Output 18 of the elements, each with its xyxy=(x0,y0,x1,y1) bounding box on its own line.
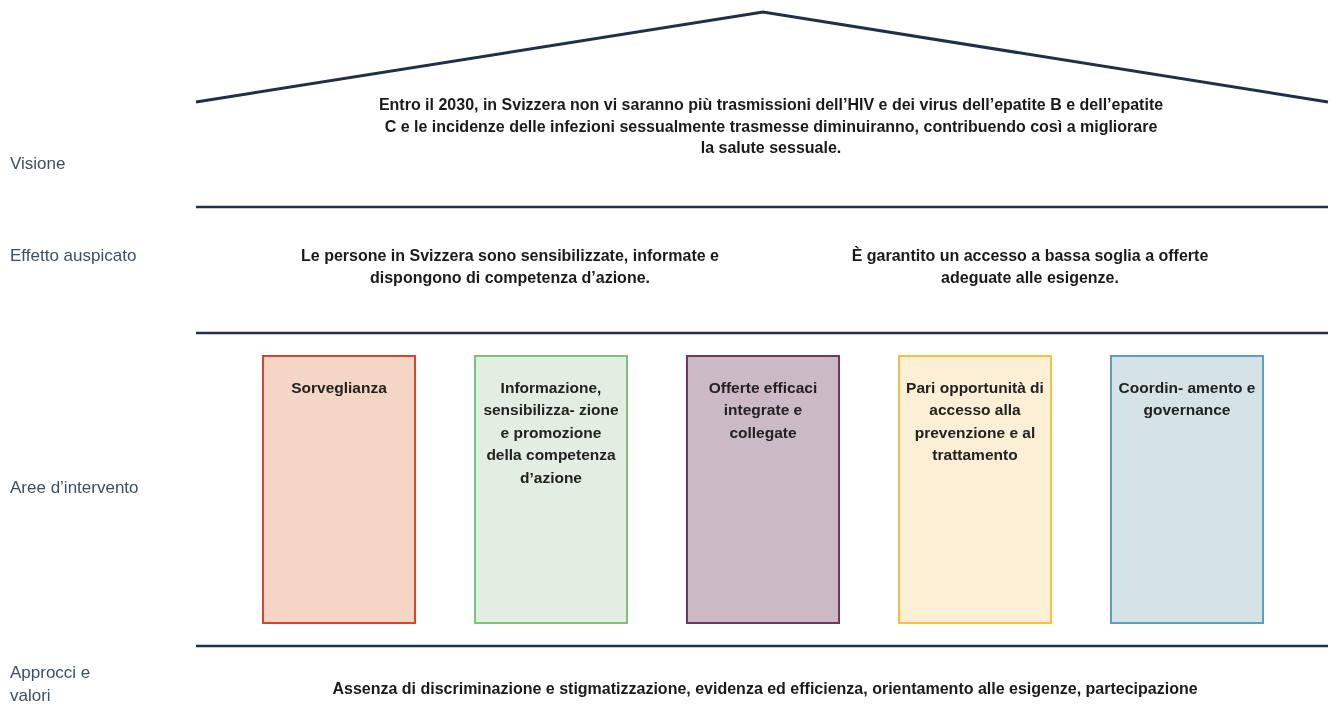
row-label: Visione xyxy=(10,153,67,175)
row-label: Effetto auspicato xyxy=(10,245,138,267)
area-title: Informazione, sensibilizza- zione e promozione della competenza d’azione xyxy=(482,378,620,488)
intervention-area-box xyxy=(686,355,840,624)
desired-effect-text: È garantito un accesso a bassa soglia a offerte adeguate alle esigenze. xyxy=(850,245,1210,288)
area-title: Coordin- amento e governance xyxy=(1118,378,1256,421)
desired-effect-text: Le persone in Svizzera sono sensibilizzate, informate e dispongono di competenza d’azione. xyxy=(300,246,720,288)
area-title: Offerte efficaci integrate e collegate xyxy=(707,378,819,443)
row-label: Aree d’intervento xyxy=(10,477,140,499)
values-text: Assenza di discriminazione e stigmatizzazione, evidenza ed efficienza, orientamento alle esigenze, partecipazione xyxy=(331,679,1199,699)
vision-statement: Entro il 2030, in Svizzera non vi saranno più trasmissioni dell’HIV e dei virus dell’epatite B e dell’epatite C e le incidenze delle infezioni sessualmente trasmesse diminuiranno, contribuendo così a migliorare la salute sessuale. xyxy=(377,95,1165,159)
intervention-area-box xyxy=(1110,355,1264,624)
intervention-area-box xyxy=(474,355,628,624)
row-label: Approcci e valori xyxy=(10,662,92,707)
area-title: Pari opportunità di accesso alla prevenzione e al trattamento xyxy=(906,378,1044,466)
intervention-area-box xyxy=(898,355,1052,624)
area-title: Sorveglianza xyxy=(290,378,388,398)
intervention-area-box xyxy=(262,355,416,624)
